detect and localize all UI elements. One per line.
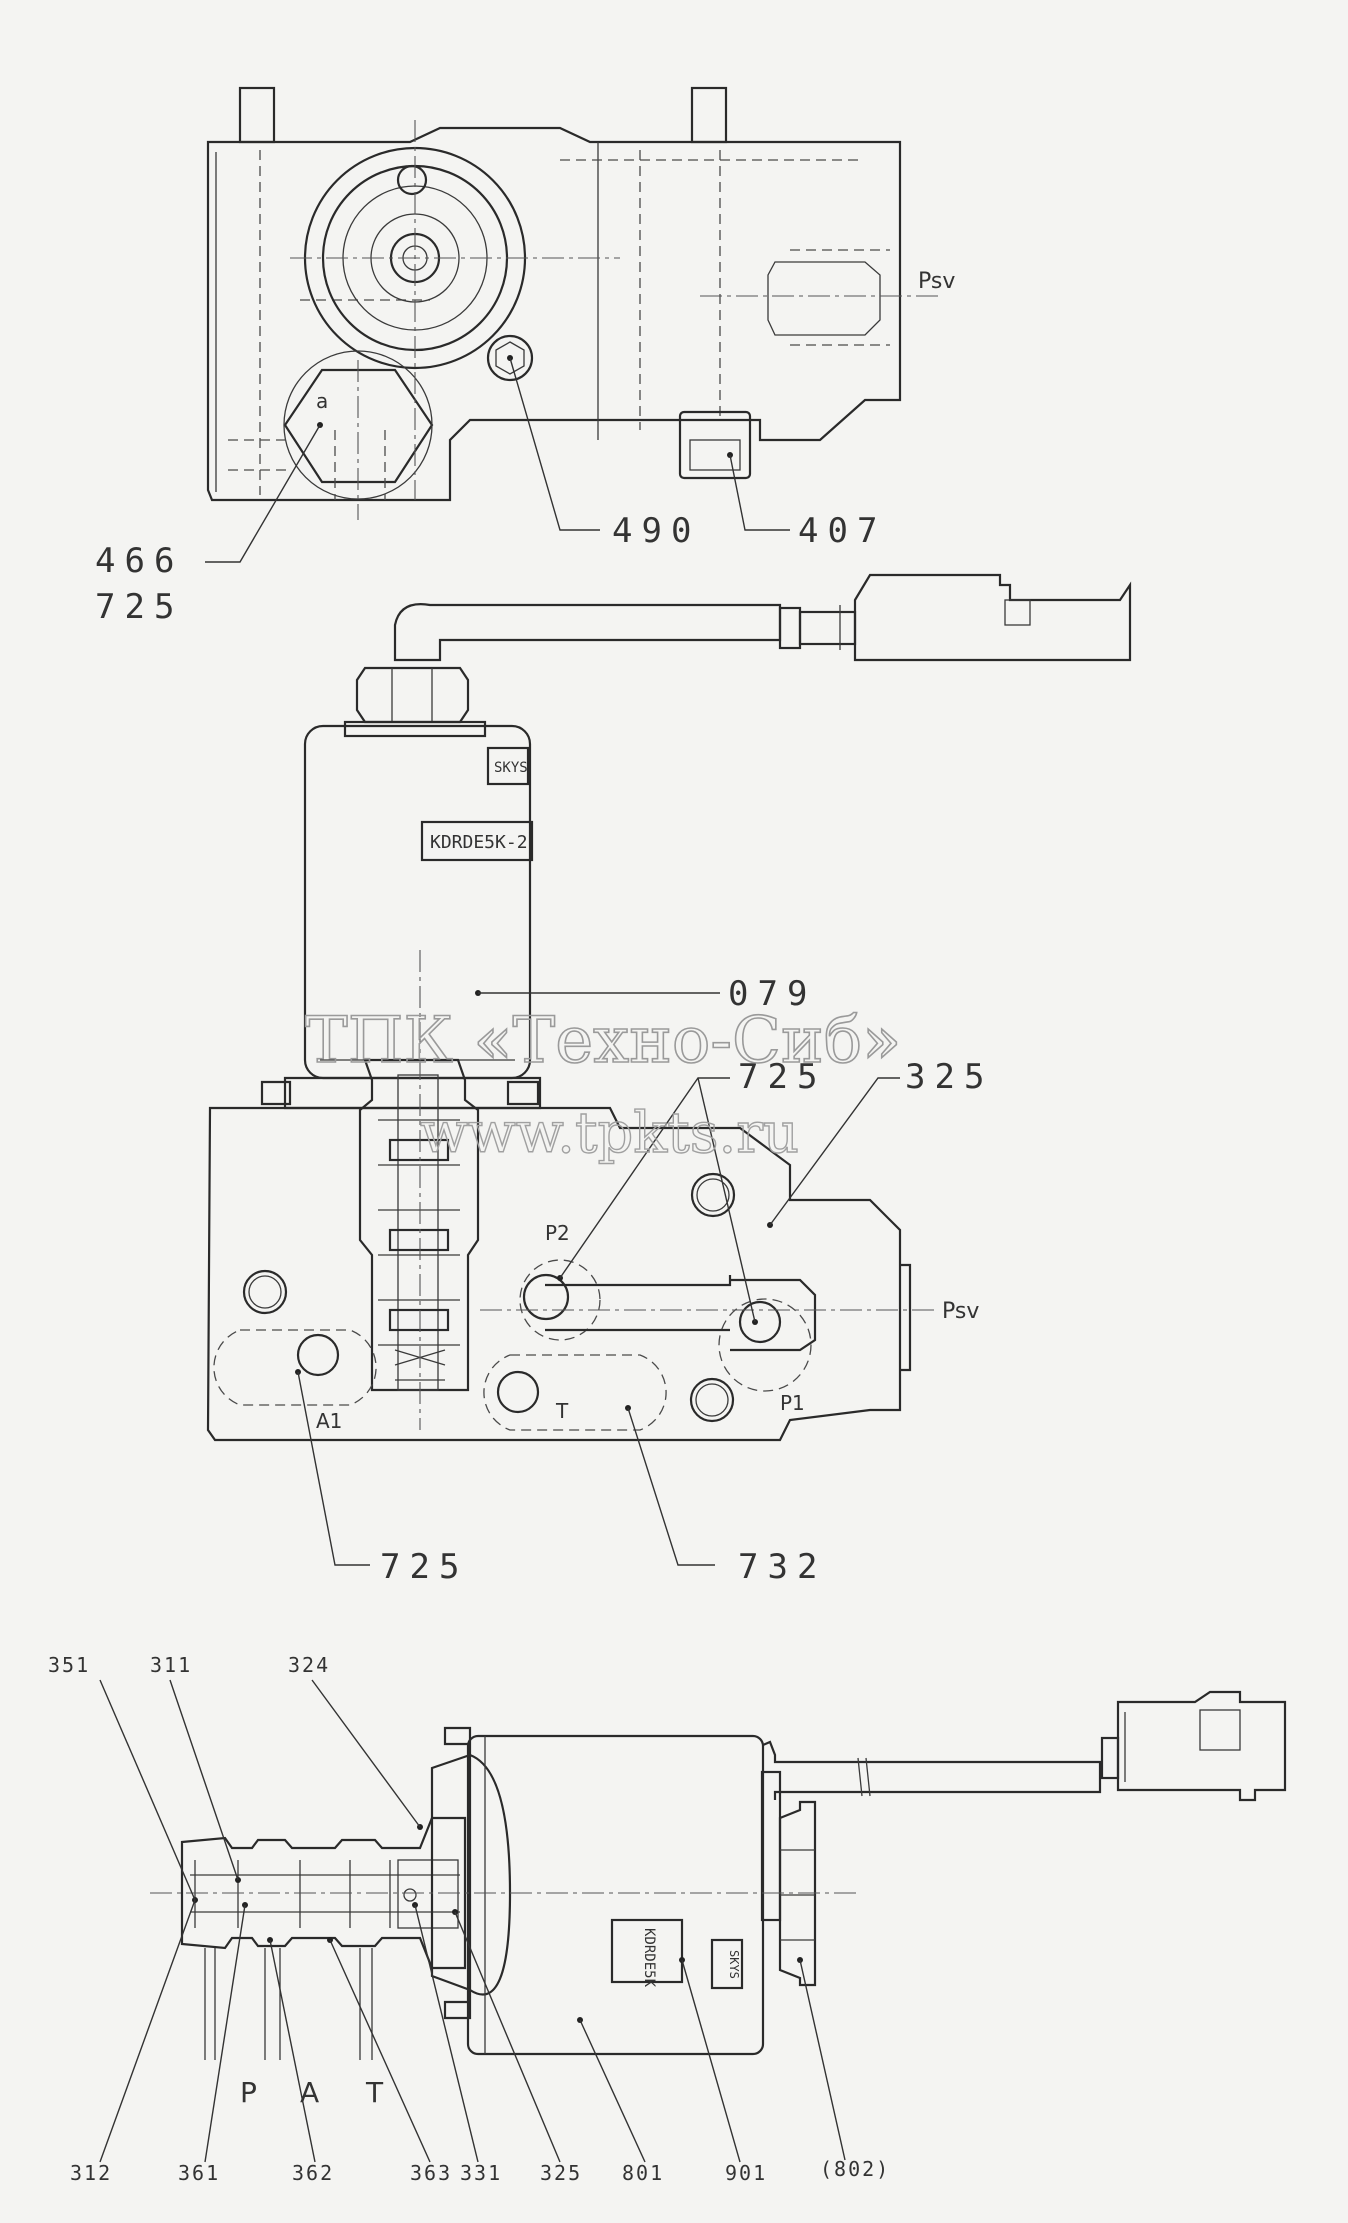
nameplate-model [420,820,534,862]
label-363: 363 [410,2161,452,2185]
oring-right-upper [690,1172,736,1218]
port-a1: A1 [316,1409,342,1433]
label-079: 079 [728,974,816,1014]
nameplate-skys-bottom [710,1938,744,1990]
middle-view: SKYS KDRDE5K-2 [206,573,1132,1566]
label-725-top: 725 [95,587,183,627]
port-a-top: a [316,389,328,413]
bottom-view: KDRDE5K SKYS [99,1679,1287,2163]
label-732: 732 [738,1547,826,1587]
label-324: 324 [288,1653,330,1677]
hex-plug-466 [283,368,434,484]
stud-left [238,86,276,144]
watermark-company: ТПК «Техно-Сиб» [305,1004,901,1078]
label-466: 466 [95,541,183,581]
oring-left-upper [242,1269,288,1315]
port-psv-mid: Psv [942,1299,979,1324]
label-361: 361 [178,2161,220,2185]
port-p-bottom: P [240,2076,257,2109]
stud-right [690,86,728,144]
label-325-bottom: 325 [540,2161,582,2185]
label-362: 362 [292,2161,334,2185]
label-331: 331 [460,2161,502,2185]
oring-right-lower [689,1377,735,1423]
label-312: 312 [70,2161,112,2185]
top-body-outline [206,126,902,502]
spool-housing [358,1058,480,1392]
hex-nut [355,666,470,724]
port-labels: Psv a P2 Psv A1 T P1 P A T [240,269,979,2109]
watermark-url: www.tpkts.ru [420,1101,799,1166]
label-725-lower: 725 [380,1547,468,1587]
plug-407 [678,410,752,480]
nameplate-model-bottom [610,1918,684,1984]
svg-text:KDRDE5K: KDRDE5K [641,1928,657,1988]
label-351: 351 [48,1653,90,1677]
port-a-bottom: A [300,2076,319,2109]
svg-text:SKYS: SKYS [494,760,528,776]
label-801: 801 [622,2161,664,2185]
nut-802 [778,1800,817,1987]
port-t-mid: T [555,1399,569,1423]
top-view [205,86,940,563]
connector-plug-bottom [1116,1690,1287,1802]
svg-text:KDRDE5K-2: KDRDE5K-2 [430,832,528,853]
label-802: (802) [820,2157,890,2181]
label-901: 901 [725,2161,767,2185]
svg-text:SKYS: SKYS [727,1950,741,1979]
connector-plug [853,573,1132,662]
port-p2: P2 [545,1221,570,1245]
part-labels: 466 725 490 407 079 725 325 725 732 351 … [48,511,993,2185]
label-490: 490 [612,511,700,551]
bottom-spool-body [180,1816,467,1970]
watermark: ТПК «Техно-Сиб» www.tpkts.ru [304,1003,902,1167]
port-p1: P1 [780,1391,805,1415]
solenoid-coil-801 [466,1734,765,2056]
port-t-bottom: T [365,2076,384,2109]
wire-outlet [396,164,428,196]
port-psv-top: Psv [918,269,955,294]
label-725-upper: 725 [738,1057,826,1097]
middle-body-outline [206,1106,902,1442]
nameplate-skys [486,746,530,786]
label-407: 407 [798,511,886,551]
label-325-mid: 325 [905,1057,993,1097]
hex-plug-490 [486,334,534,382]
label-311: 311 [150,1653,192,1677]
